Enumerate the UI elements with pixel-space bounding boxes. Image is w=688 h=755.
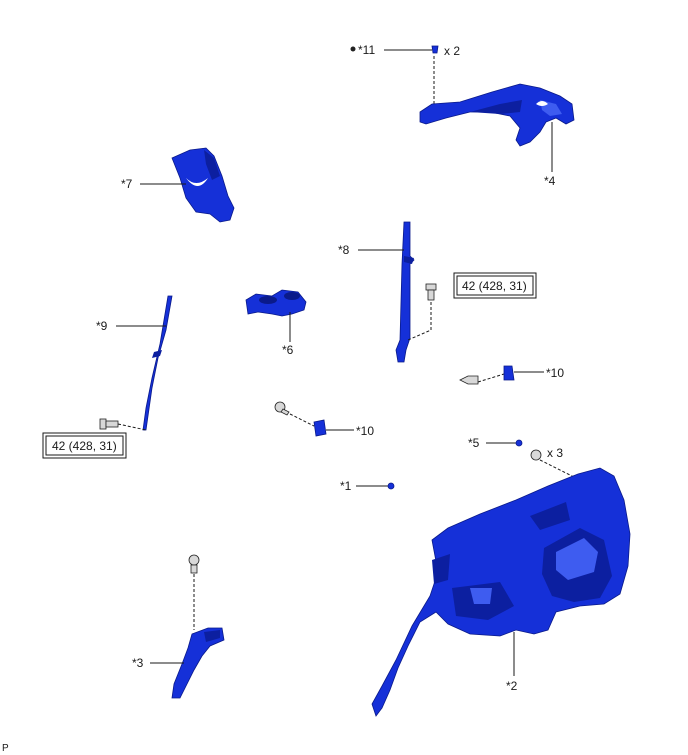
callout-label-11: *11	[358, 43, 375, 57]
callout-group-2: *2	[506, 632, 518, 693]
callout-group-11: *11 x 2	[350, 43, 460, 104]
bolt-shank-icon	[105, 420, 119, 428]
callout-group-6: *6	[282, 312, 294, 357]
bolt-head-icon	[425, 283, 437, 291]
callout-group-10b: *10	[274, 401, 374, 438]
part-2-lower-quarter-trim	[371, 467, 631, 717]
callout-group-4: *4	[544, 122, 556, 188]
callout-label-9: *9	[96, 319, 108, 333]
torque-spec-lower: 42 (428, 31)	[42, 432, 127, 459]
callout-group-5: *5	[468, 436, 523, 450]
clip-icon	[431, 45, 439, 54]
callout-label-10b: *10	[356, 424, 374, 438]
clip-marker-icon	[350, 46, 356, 52]
quantity-label-2: x 3	[547, 446, 563, 460]
callout-label-5: *5	[468, 436, 480, 450]
callout-group-3: *3	[132, 656, 184, 670]
part-3-lower-garnish	[171, 627, 225, 699]
bolt-upper	[407, 283, 437, 341]
callout-label-2: *2	[506, 679, 518, 693]
bolt-lower	[99, 418, 147, 431]
callout-label-7: *7	[121, 177, 133, 191]
fastener-icon	[515, 439, 523, 447]
part-4-upper-quarter-trim	[419, 83, 575, 147]
callout-label-1: *1	[340, 479, 352, 493]
clip-icon	[503, 365, 515, 381]
install-path-10b	[289, 413, 315, 427]
torque-value-upper: 42 (428, 31)	[462, 279, 527, 293]
callout-label-8: *8	[338, 243, 350, 257]
clip-head-icon	[188, 554, 200, 566]
install-path-bolt-lower	[117, 423, 147, 431]
part-7-pillar-garnish	[171, 147, 235, 223]
part-8-vertical-trim	[395, 221, 415, 363]
callout-group-8: *8	[338, 243, 404, 257]
callout-group-9: *9	[96, 319, 166, 333]
bolt-shank-icon	[427, 289, 435, 301]
fastener-icon	[387, 482, 395, 490]
callout-group-10a: *10	[459, 365, 564, 385]
callout-label-3: *3	[132, 656, 144, 670]
install-path-10a	[477, 373, 505, 383]
torque-value-lower: 42 (428, 31)	[52, 439, 117, 453]
corner-mark: P	[2, 743, 9, 754]
callout-label-4: *4	[544, 174, 556, 188]
part-9-thin-strip	[142, 295, 173, 431]
callout-label-10a: *10	[546, 366, 564, 380]
bolt-icon	[459, 375, 479, 385]
bolt-head-icon	[99, 418, 107, 430]
screw-head-icon	[530, 449, 542, 461]
part-6-cup-holder	[245, 289, 307, 317]
clip-icon	[313, 419, 327, 437]
quantity-label-11: x 2	[444, 44, 460, 58]
clip-shank-icon	[190, 564, 198, 574]
callout-group-7: *7	[121, 177, 186, 191]
fastener-group-3	[188, 554, 200, 630]
screw-shank-icon	[280, 408, 290, 416]
callout-label-6: *6	[282, 343, 294, 357]
install-path-bolt-upper	[407, 302, 432, 341]
callout-group-1: *1	[340, 479, 395, 493]
torque-spec-upper: 42 (428, 31)	[453, 272, 537, 299]
